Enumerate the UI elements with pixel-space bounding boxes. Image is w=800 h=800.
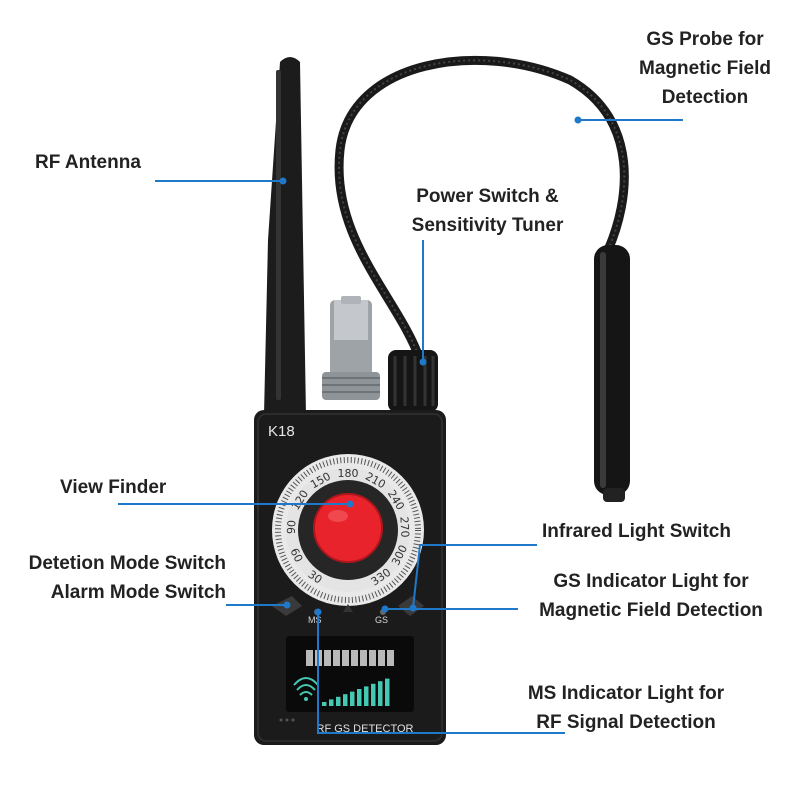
meter-top-segment [306,650,313,666]
callout-view-finder: View Finder [60,473,166,502]
callout-gs-indicator: GS Indicator Light for Magnetic Field De… [520,567,782,625]
gs-label: GS [375,615,388,625]
meter-top-segment [369,650,376,666]
callout-gs-probe: GS Probe for Magnetic Field Detection [620,25,790,112]
callout-gs-indicator-line-1: GS Indicator Light for [553,571,749,592]
meter-level-bar [378,681,383,706]
gs-probe-body [594,245,630,495]
callout-detection-mode: Detetion Mode Switch Alarm Mode Switch [4,549,226,607]
view-finder-lens [314,494,382,562]
leader-ms-indicator-dot [314,608,322,616]
callout-ms-indicator-line-1: MS Indicator Light for [527,683,725,704]
callout-detection-mode-line-1: Detetion Mode Switch [28,553,226,574]
callout-infrared-switch-line-1: Infrared Light Switch [542,521,731,542]
meter-level-bar [357,689,362,706]
callout-power-switch-line-2: Sensitivity Tuner [411,215,564,236]
leader-view-finder-dot [346,500,354,508]
callout-gs-indicator-line-2: Magnetic Field Detection [539,600,763,621]
dial-number: 270 [397,516,411,538]
meter-level-bar [385,678,390,706]
callout-infrared-switch: Infrared Light Switch [542,517,731,546]
meter-level-bar [322,702,327,706]
leader-ms-indicator [317,612,565,734]
dial-number: 90 [285,520,299,535]
signal-icon [293,677,319,696]
device-model: K18 [268,423,295,440]
leader-power-switch-dot [419,358,427,366]
callout-view-finder-line-1: View Finder [60,477,167,498]
ms-label: MS [308,615,322,625]
meter-top-segment [387,650,394,666]
meter-level-bar [329,699,334,706]
leader-gs-indicator-dot [381,605,389,613]
meter-level-bar [336,696,341,706]
leader-rf-antenna-dot [279,177,287,185]
meter-level-bar [364,686,369,706]
leader-infrared-switch [412,544,537,609]
meter-top-segment [351,650,358,666]
callout-rf-antenna-line-1: RF Antenna [35,152,141,173]
callout-power-switch-line-1: Power Switch & [416,186,559,207]
callout-ms-indicator-line-2: RF Signal Detection [536,712,716,733]
leader-gs-probe-dot [574,116,582,124]
meter-top-segment [360,650,367,666]
meter-top-segment [342,650,349,666]
rf-antenna [264,57,306,415]
meter-level-bar [371,683,376,706]
callout-power-switch: Power Switch & Sensitivity Tuner [390,182,585,240]
dial-number: 60 [287,546,305,564]
callout-gs-probe-line-2: Magnetic Field [639,58,771,79]
callout-gs-probe-line-3: Detection [661,87,749,108]
callout-gs-probe-line-1: GS Probe for [646,29,764,50]
meter-level-bar [350,691,355,706]
meter-top-segment [378,650,385,666]
dial-number: 180 [338,467,359,480]
meter-level-bar [343,694,348,706]
leader-detection-mode-dot [283,601,291,609]
callout-detection-mode-line-2: Alarm Mode Switch [50,582,226,603]
gs-probe-cable [334,55,629,365]
meter-top-segment [333,650,340,666]
callout-ms-indicator: MS Indicator Light for RF Signal Detecti… [506,679,746,737]
callout-rf-antenna: RF Antenna [35,148,141,177]
meter-top-segment [324,650,331,666]
